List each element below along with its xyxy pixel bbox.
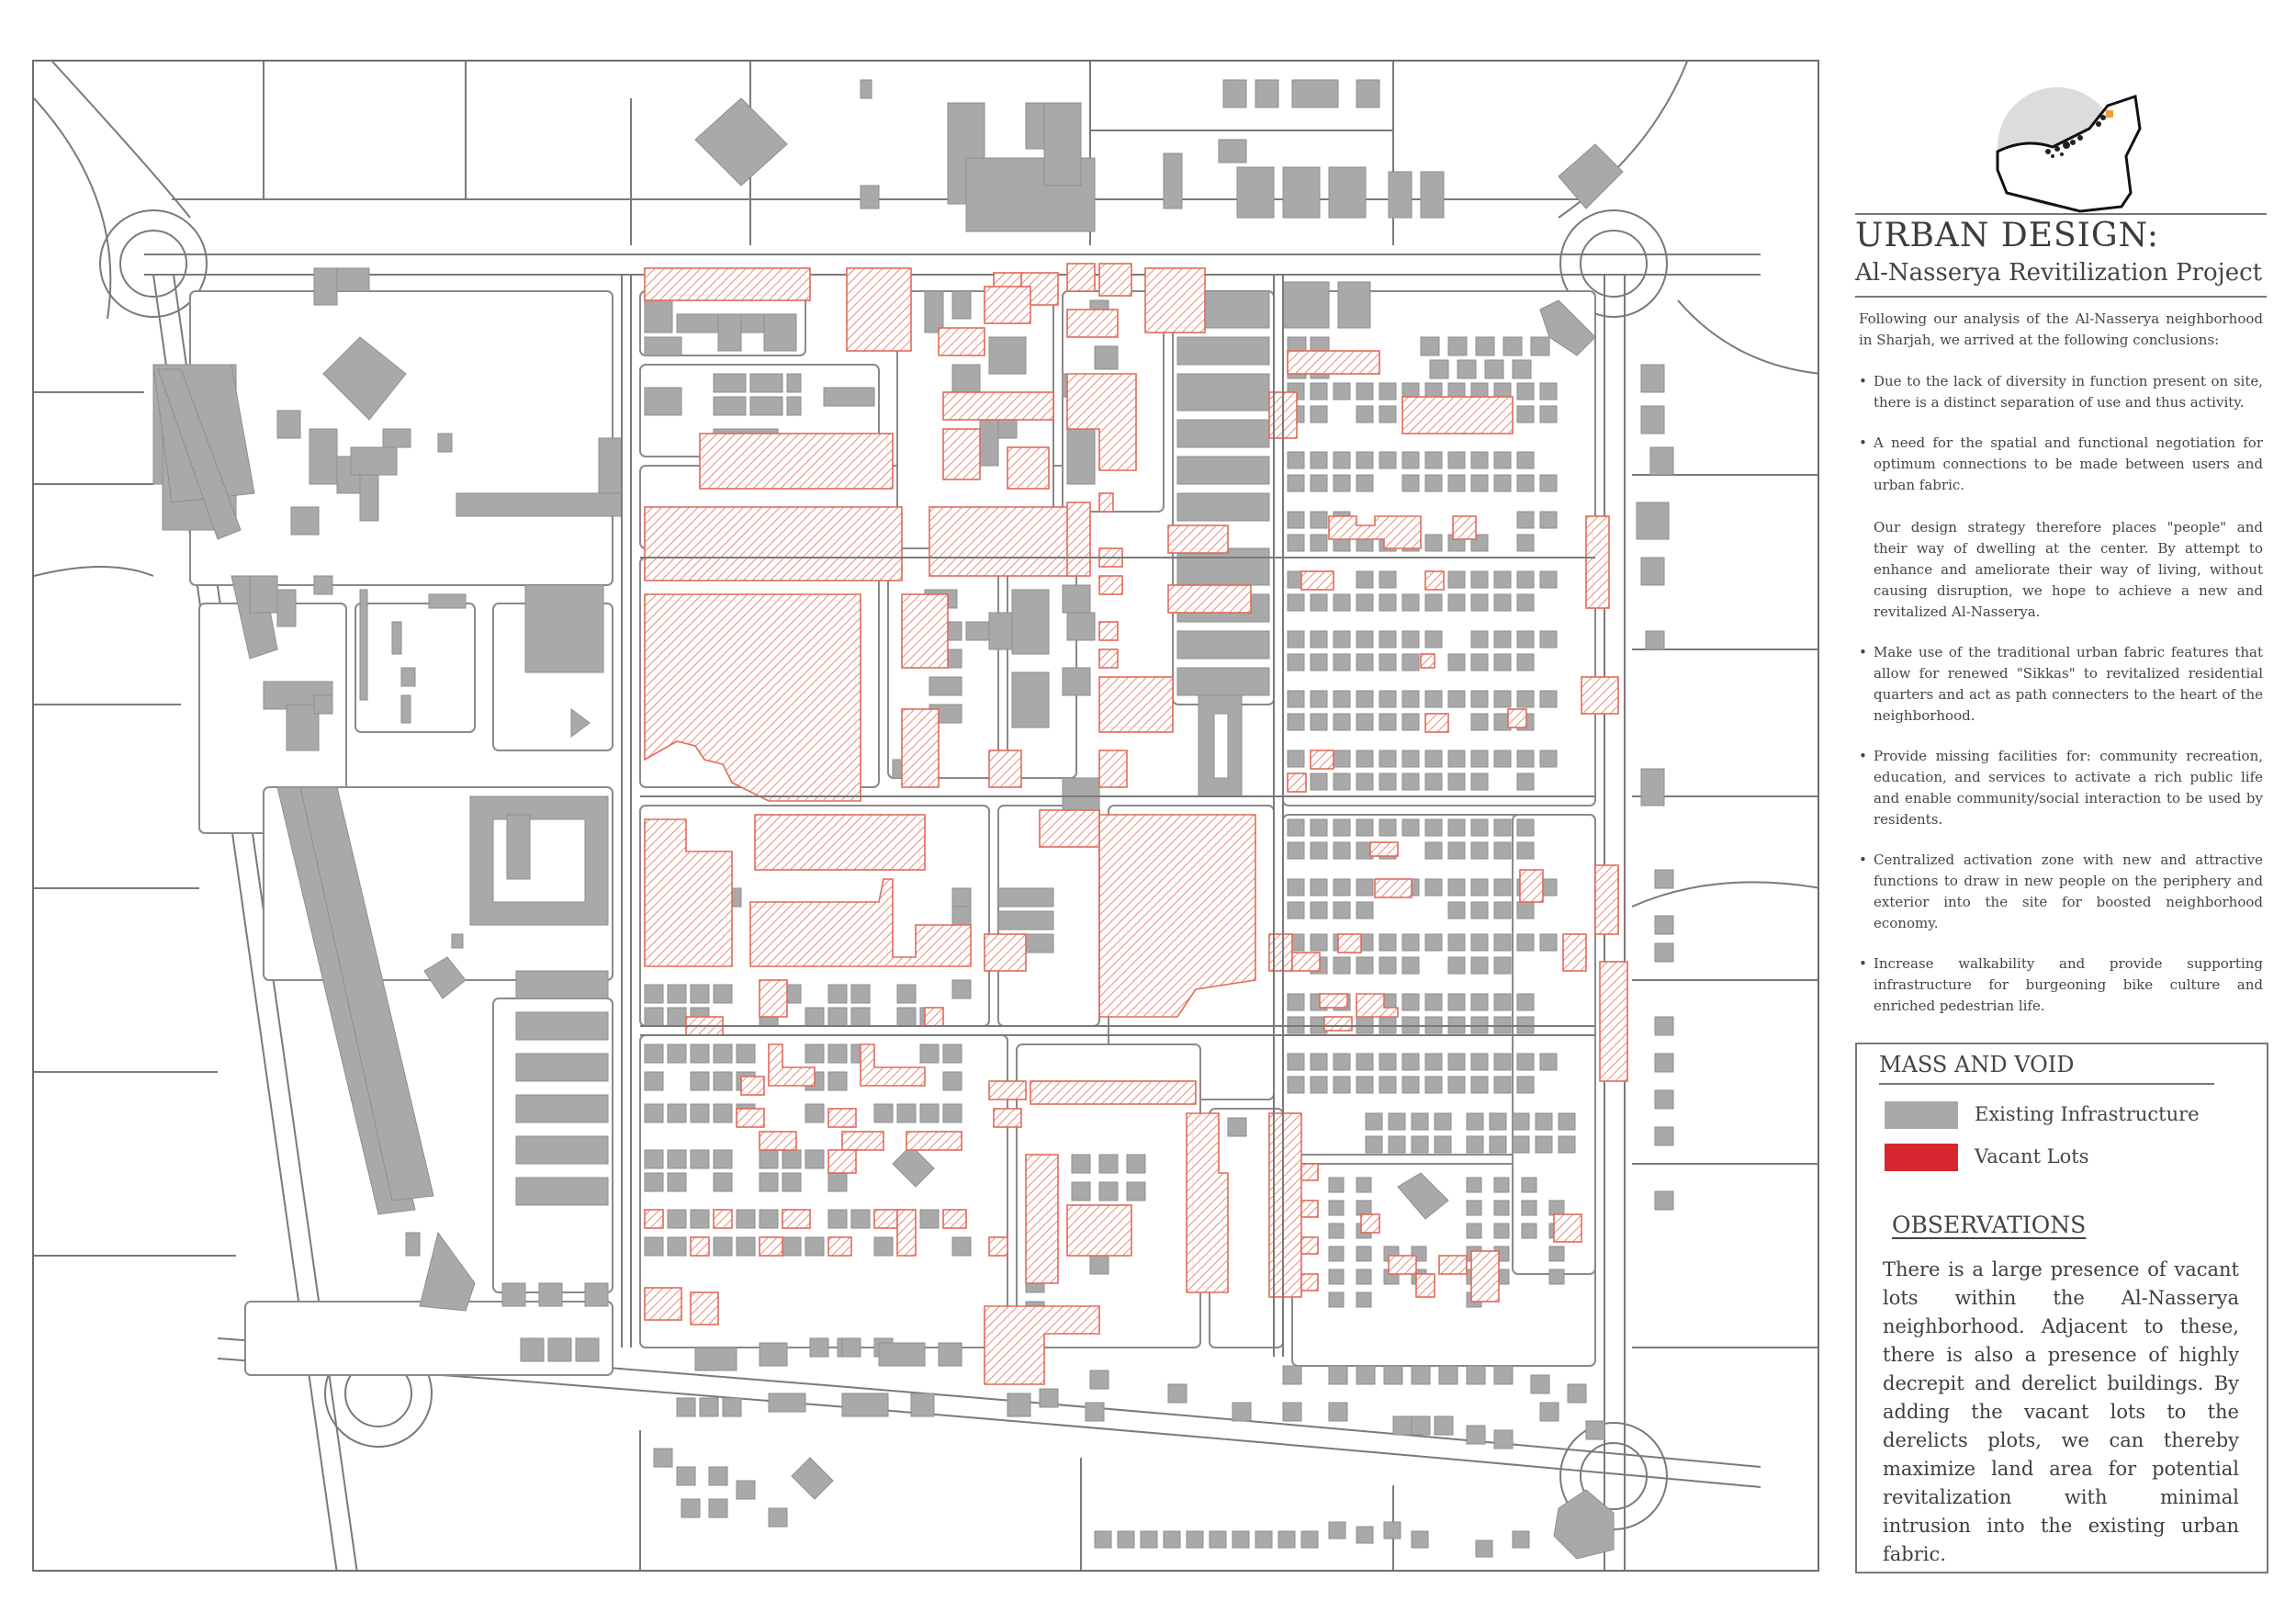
bullet-icon: • (1859, 851, 1867, 868)
existing-infrastructure (152, 79, 1674, 1560)
design-strategy-paragraph: Our design strategy therefore places "pe… (1874, 519, 2263, 620)
legend-rule (1879, 1083, 2214, 1085)
street-lines (621, 275, 1595, 1357)
list-item: •A need for the spatial and functional n… (1859, 433, 2263, 623)
page-subtitle: Al-Nasserya Revitilization Project (1855, 259, 2263, 287)
legend-box: MASS AND VOID Existing Infrastructure Va… (1855, 1043, 2268, 1573)
intro-paragraph: Following our analysis of the Al-Nassery… (1859, 310, 2263, 348)
side-panel: URBAN DESIGN: Al-Nasserya Revitilization… (1846, 55, 2268, 1580)
observations-text: There is a large presence of vacant lots… (1883, 1258, 2239, 1565)
page-title: URBAN DESIGN: (1855, 217, 2159, 254)
site-plan-svg (34, 62, 1818, 1570)
list-item: •Centralized activation zone with new an… (1859, 851, 2263, 931)
legend-heading: MASS AND VOID (1879, 1052, 2075, 1077)
title-rule-bottom (1855, 296, 2267, 298)
list-item: •Provide missing facilities for: communi… (1859, 748, 2263, 828)
bullet-icon: • (1859, 434, 1867, 451)
legend-label-vacant: Vacant Lots (1975, 1145, 2089, 1167)
list-item: •Make use of the traditional urban fabri… (1859, 644, 2263, 724)
residential-grid-right (1287, 382, 1576, 1308)
legend-swatch-existing (1885, 1101, 1958, 1129)
site-plan-map (32, 60, 1819, 1572)
legend-label-existing: Existing Infrastructure (1975, 1103, 2200, 1125)
title-rule-top (1855, 213, 2267, 215)
bullet-icon: • (1859, 748, 1867, 764)
conclusions-list: •Due to the lack of diversity in functio… (1859, 371, 2263, 1036)
uae-locator-map-icon (1996, 87, 2142, 213)
bullet-icon: • (1859, 955, 1867, 972)
list-item: •Due to the lack of diversity in functio… (1859, 373, 2263, 411)
vacant-lots (644, 263, 1628, 1385)
bullet-icon: • (1859, 644, 1867, 660)
legend-swatch-vacant (1885, 1144, 1958, 1171)
observations-heading: OBSERVATIONS (1892, 1212, 2087, 1238)
list-item: •Increase walkability and provide suppor… (1859, 955, 2263, 1014)
bullet-icon: • (1859, 373, 1867, 389)
